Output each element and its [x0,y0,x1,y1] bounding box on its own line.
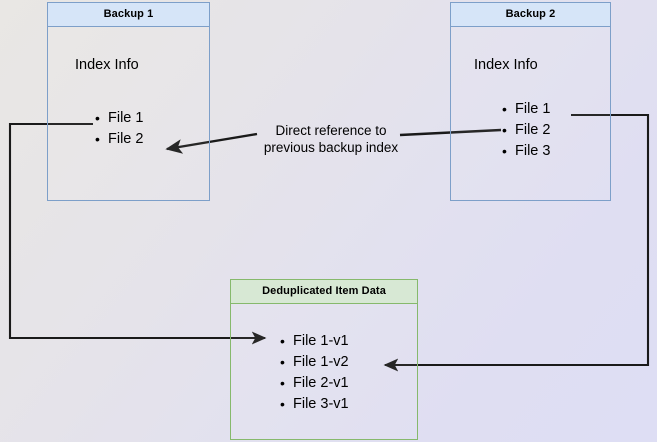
backup-2-file-list: File 1 File 2 File 3 [499,99,551,162]
list-item: File 1-v2 [280,352,349,373]
dedup-item-list: File 1-v1 File 1-v2 File 2-v1 File 3-v1 [277,331,349,415]
list-item: File 2 [95,129,144,150]
list-item: File 2-v1 [280,373,349,394]
backup-2-body: Index Info File 1 File 2 File 3 [451,27,610,199]
deduplicated-item-data-header: Deduplicated Item Data [231,280,417,304]
backup-1-header: Backup 1 [48,3,209,27]
backup-1-file-list: File 1 File 2 [92,108,144,150]
direct-reference-caption: Direct reference to previous backup inde… [263,123,399,155]
list-item: File 1 [502,99,551,120]
list-item: File 1 [95,108,144,129]
backup-1-node[interactable]: Backup 1 Index Info File 1 File 2 [47,2,210,201]
list-item: File 1-v1 [280,331,349,352]
list-item: File 2 [502,120,551,141]
backup-2-index-info-label: Index Info [474,57,538,73]
list-item: File 3-v1 [280,394,349,415]
deduplicated-item-data-body: File 1-v1 File 1-v2 File 2-v1 File 3-v1 [231,304,417,437]
list-item: File 3 [502,141,551,162]
backup-1-body: Index Info File 1 File 2 [48,27,209,199]
backup-2-header: Backup 2 [451,3,610,27]
deduplicated-item-data-node[interactable]: Deduplicated Item Data File 1-v1 File 1-… [230,279,418,440]
backup-2-node[interactable]: Backup 2 Index Info File 1 File 2 File 3 [450,2,611,201]
backup-1-index-info-label: Index Info [75,57,139,73]
